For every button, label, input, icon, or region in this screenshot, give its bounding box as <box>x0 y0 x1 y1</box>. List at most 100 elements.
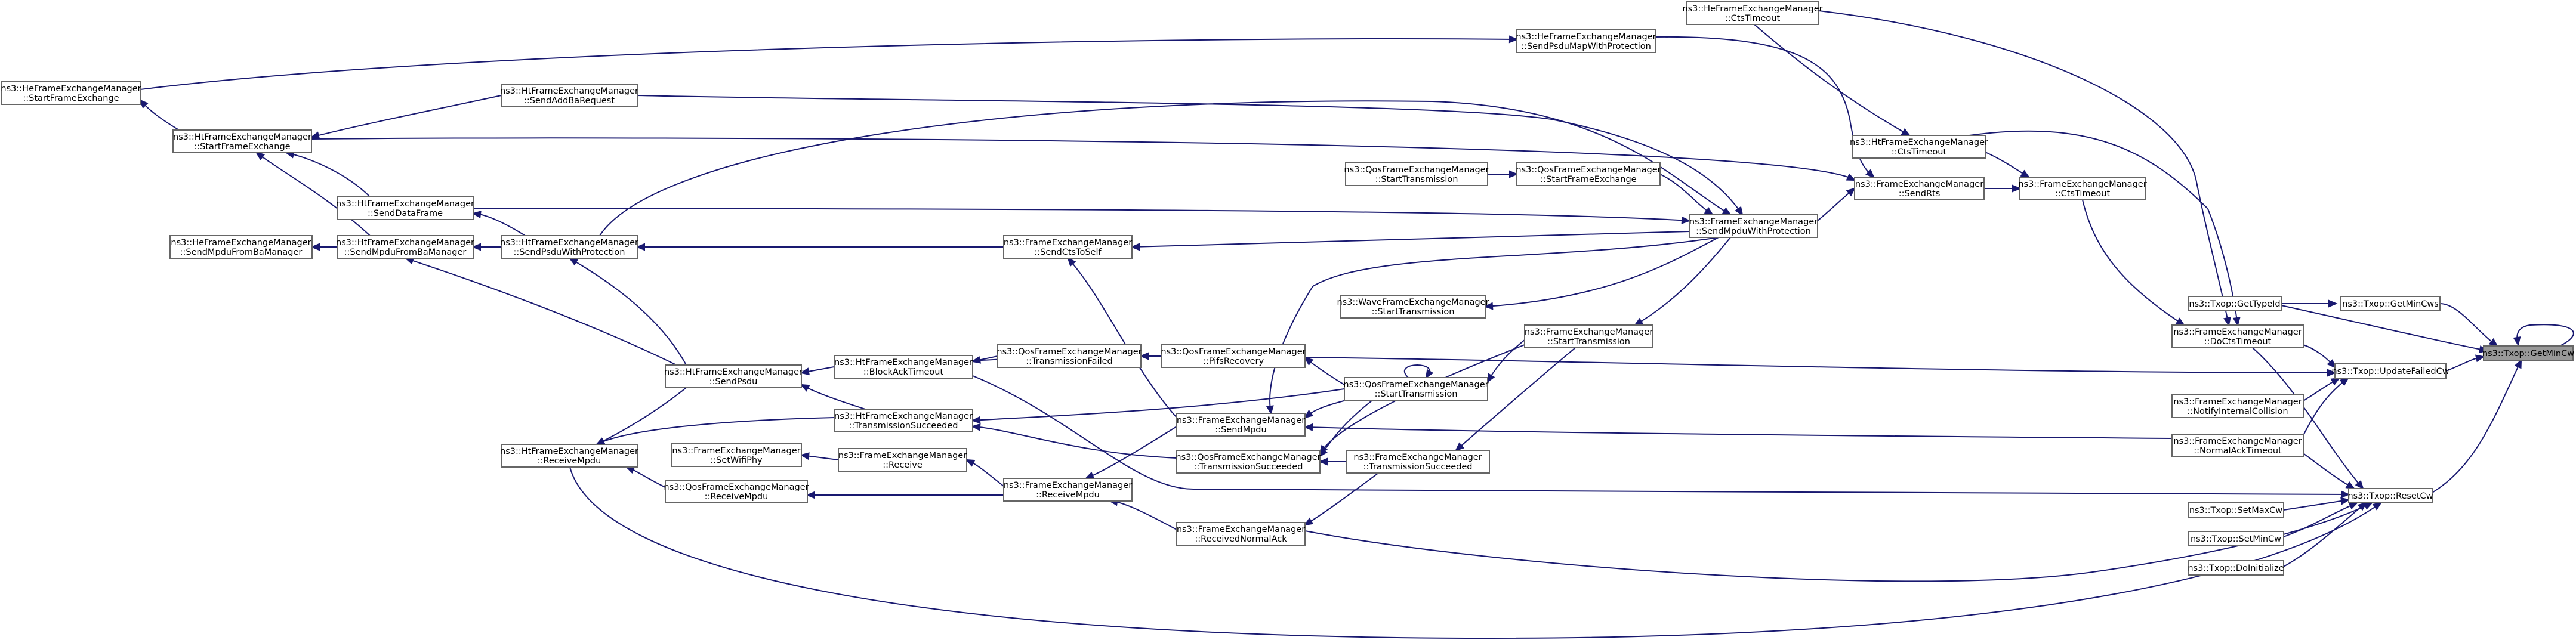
node-label: ns3::HtFrameExchangeManager <box>1850 138 1988 147</box>
edge-setmaxcw-to-resetcw <box>2283 497 2350 511</box>
node-label: ::CtsTimeout <box>1892 147 1947 157</box>
node-label: ns3::QosFrameExchangeManager <box>1516 165 1661 175</box>
node-label: ::ReceiveMpdu <box>1036 490 1100 500</box>
node-label: ns3::QosFrameExchangeManager <box>664 483 809 492</box>
node-he_sendpsdumap[interactable]: ns3::HeFrameExchangeManager::SendPsduMap… <box>1516 29 1656 53</box>
node-label: ::CtsTimeout <box>1725 14 1781 23</box>
node-fem_txsucc[interactable]: ns3::FrameExchangeManager::TransmissionS… <box>1346 450 1490 474</box>
node-blockack[interactable]: ns3::HtFrameExchangeManager::BlockAckTim… <box>834 355 973 379</box>
node-qos_recvmpdu[interactable]: ns3::QosFrameExchangeManager::ReceiveMpd… <box>664 480 809 503</box>
node-ht_sendmpdufromba[interactable]: ns3::HtFrameExchangeManager::SendMpduFro… <box>336 235 474 259</box>
node-fem_recvmpdu[interactable]: ns3::FrameExchangeManager::ReceiveMpdu <box>1003 478 1133 502</box>
edge-ht_ctstimeout-to-docts <box>1969 130 2241 327</box>
node-he_sendmpdufromba[interactable]: ns3::HeFrameExchangeManager::SendMpduFro… <box>169 235 313 259</box>
edge-ht_sendpsduprot-to-sendmpduprot <box>599 100 1732 236</box>
node-qos_starttx2[interactable]: ns3::QosFrameExchangeManager::StartTrans… <box>1343 377 1489 401</box>
edge-ht_sendpsdu-to-ht_recvmpdu <box>595 387 687 446</box>
node-setmincw[interactable]: ns3::Txop::SetMinCw <box>2188 531 2284 546</box>
node-label: ::CtsTimeout <box>2055 189 2111 199</box>
edge-he_ctstimeout-to-docts <box>1818 10 2231 327</box>
node-fem_starttx[interactable]: ns3::FrameExchangeManager::StartTransmis… <box>1524 324 1653 348</box>
edge-ht_txsucc-to-ht_sendpsdu <box>800 384 866 410</box>
node-label: ns3::Txop::GetMinCw <box>2482 349 2574 358</box>
node-recvnormalack[interactable]: ns3::FrameExchangeManager::ReceivedNorma… <box>1176 522 1306 546</box>
node-label: ns3::FrameExchangeManager <box>2173 327 2302 337</box>
node-fem_receive[interactable]: ns3::FrameExchangeManager::Receive <box>838 448 967 472</box>
node-updatefailedcw[interactable]: ns3::Txop::UpdateFailedCw <box>2331 363 2449 379</box>
node-sendctstoself[interactable]: ns3::FrameExchangeManager::SendCtsToSelf <box>1003 235 1133 259</box>
node-label: ns3::FrameExchangeManager <box>1525 327 1653 337</box>
edge-fem_starttx-to-fem_txsucc <box>1455 347 1576 452</box>
edge-sendmpdu-to-sendctstoself <box>1067 257 1177 418</box>
edge-he_startfe-to-he_sendpsdumap <box>140 35 1519 90</box>
node-getmincw[interactable]: ns3::Txop::GetMinCw <box>2482 345 2574 361</box>
node-label: ns3::FrameExchangeManager <box>1177 525 1305 534</box>
node-ht_sendpsdu[interactable]: ns3::HtFrameExchangeManager::SendPsdu <box>664 364 803 388</box>
node-qos_txfailed[interactable]: ns3::QosFrameExchangeManager::Transmissi… <box>997 344 1142 368</box>
edge-docts-to-resetcw <box>2252 347 2364 490</box>
edge-ht_sendpsdu-to-ht_sendmpdufromba <box>404 256 687 370</box>
node-label: ::SendPsdu <box>709 377 758 387</box>
node-ht_ctstimeout[interactable]: ns3::HtFrameExchangeManager::CtsTimeout <box>1850 135 1988 159</box>
node-normalack[interactable]: ns3::FrameExchangeManager::NormalAckTime… <box>2171 434 2304 457</box>
node-ht_txsucc[interactable]: ns3::HtFrameExchangeManager::Transmissio… <box>834 409 973 432</box>
edge-docts-to-updatefailedcw <box>2303 344 2336 369</box>
node-label: ns3::FrameExchangeManager <box>1689 217 1818 227</box>
node-ht_senddataframe[interactable]: ns3::HtFrameExchangeManager::SendDataFra… <box>336 196 474 220</box>
node-label: ::StartTransmission <box>1375 389 1458 399</box>
node-qos_starttx1[interactable]: ns3::QosFrameExchangeManager::StartTrans… <box>1344 162 1489 186</box>
edge-qos_startfe-to-sendmpduprot <box>1659 174 1714 216</box>
edge-sendmpdu-to-fem_recvmpdu <box>1084 426 1177 480</box>
node-sendrts[interactable]: ns3::FrameExchangeManager::SendRts <box>1854 177 1985 200</box>
edge-gettypeid-to-getmincw <box>2281 305 2489 353</box>
edge-fem_recvmpdu-to-qos_recvmpdu <box>806 491 1004 499</box>
node-label: ns3::HtFrameExchangeManager <box>500 238 638 248</box>
node-label: ::ReceiveMpdu <box>705 492 769 502</box>
node-fem_ctstimeout[interactable]: ns3::FrameExchangeManager::CtsTimeout <box>2018 177 2147 200</box>
node-qos_txsucc[interactable]: ns3::QosFrameExchangeManager::Transmissi… <box>1176 450 1321 474</box>
node-docts[interactable]: ns3::FrameExchangeManager::DoCtsTimeout <box>2171 324 2304 348</box>
node-resetcw[interactable]: ns3::Txop::ResetCw <box>2347 488 2433 503</box>
node-sendmpdu[interactable]: ns3::FrameExchangeManager::SendMpdu <box>1176 413 1306 437</box>
node-label: ::SetWifiPhy <box>710 456 763 465</box>
node-label: ns3::FrameExchangeManager <box>1004 238 1132 248</box>
edge-fem_recvmpdu-to-fem_receive <box>965 459 1004 487</box>
node-setwifiphy[interactable]: ns3::FrameExchangeManager::SetWifiPhy <box>671 443 802 467</box>
edge-ht_startfe-to-sendrts <box>311 137 1856 181</box>
edge-sendrts-to-fem_ctstimeout <box>1984 184 2022 193</box>
edge-ht_txsucc-to-ht_recvmpdu <box>595 417 835 446</box>
node-label: ::ReceiveMpdu <box>538 456 601 466</box>
edge-notifyinternal-to-updatefailedcw <box>2303 377 2341 401</box>
edge-he_sendpsdumap-to-sendrts <box>1655 36 1875 178</box>
node-he_ctstimeout[interactable]: ns3::HeFrameExchangeManager::CtsTimeout <box>1682 1 1823 25</box>
node-gettypeid[interactable]: ns3::Txop::GetTypeId <box>2188 296 2282 311</box>
node-label: ns3::Txop::SetMaxCw <box>2189 506 2282 515</box>
node-label: ns3::FrameExchangeManager <box>1004 481 1132 490</box>
node-label: ::StartFrameExchange <box>194 142 290 152</box>
edge-ht_sendmpdufromba-to-ht_startfe <box>255 152 371 236</box>
node-ht_sendaddba[interactable]: ns3::HtFrameExchangeManager::SendAddBaRe… <box>500 84 638 107</box>
edge-fem_ctstimeout-to-docts <box>2082 199 2186 326</box>
edge-ht_sendmpdufromba-to-he_sendmpdufromba <box>310 243 337 251</box>
edge-ht_sendaddba-to-ht_startfe <box>310 95 502 140</box>
node-wave_starttx[interactable]: ns3::WaveFrameExchangeManager::StartTran… <box>1337 295 1489 319</box>
node-qos_startfe[interactable]: ns3::QosFrameExchangeManager::StartFrame… <box>1516 162 1661 186</box>
node-getmincws[interactable]: ns3::Txop::GetMinCws <box>2340 296 2441 311</box>
node-label: ns3::FrameExchangeManager <box>2018 180 2146 189</box>
node-ht_startfe[interactable]: ns3::HtFrameExchangeManager::StartFrameE… <box>172 129 312 153</box>
node-label: ns3::FrameExchangeManager <box>2173 397 2302 407</box>
node-notifyinternal[interactable]: ns3::FrameExchangeManager::NotifyInterna… <box>2171 394 2304 418</box>
edge-blockack-to-resetcw <box>972 375 2350 499</box>
node-ht_recvmpdu[interactable]: ns3::HtFrameExchangeManager::ReceiveMpdu <box>500 444 638 468</box>
node-label: ns3::FrameExchangeManager <box>1855 180 1983 189</box>
node-label: ns3::HtFrameExchangeManager <box>336 199 474 209</box>
node-pifs[interactable]: ns3::QosFrameExchangeManager::PifsRecove… <box>1161 344 1306 368</box>
node-sendmpduprot[interactable]: ns3::FrameExchangeManager::SendMpduWithP… <box>1689 214 1818 238</box>
node-he_startfe[interactable]: ns3::HeFrameExchangeManager::StartFrameE… <box>1 81 141 105</box>
node-setmaxcw[interactable]: ns3::Txop::SetMaxCw <box>2188 502 2284 518</box>
node-ht_sendpsduprot[interactable]: ns3::HtFrameExchangeManager::SendPsduWit… <box>500 235 638 259</box>
node-doinit[interactable]: ns3::Txop::DoInitialize <box>2188 560 2284 576</box>
edge-qos_starttx1-to-qos_startfe <box>1488 170 1519 178</box>
edge-ht_senddataframe-to-sendmpduprot <box>473 208 1691 224</box>
node-label: ::StartFrameExchange <box>23 94 119 103</box>
